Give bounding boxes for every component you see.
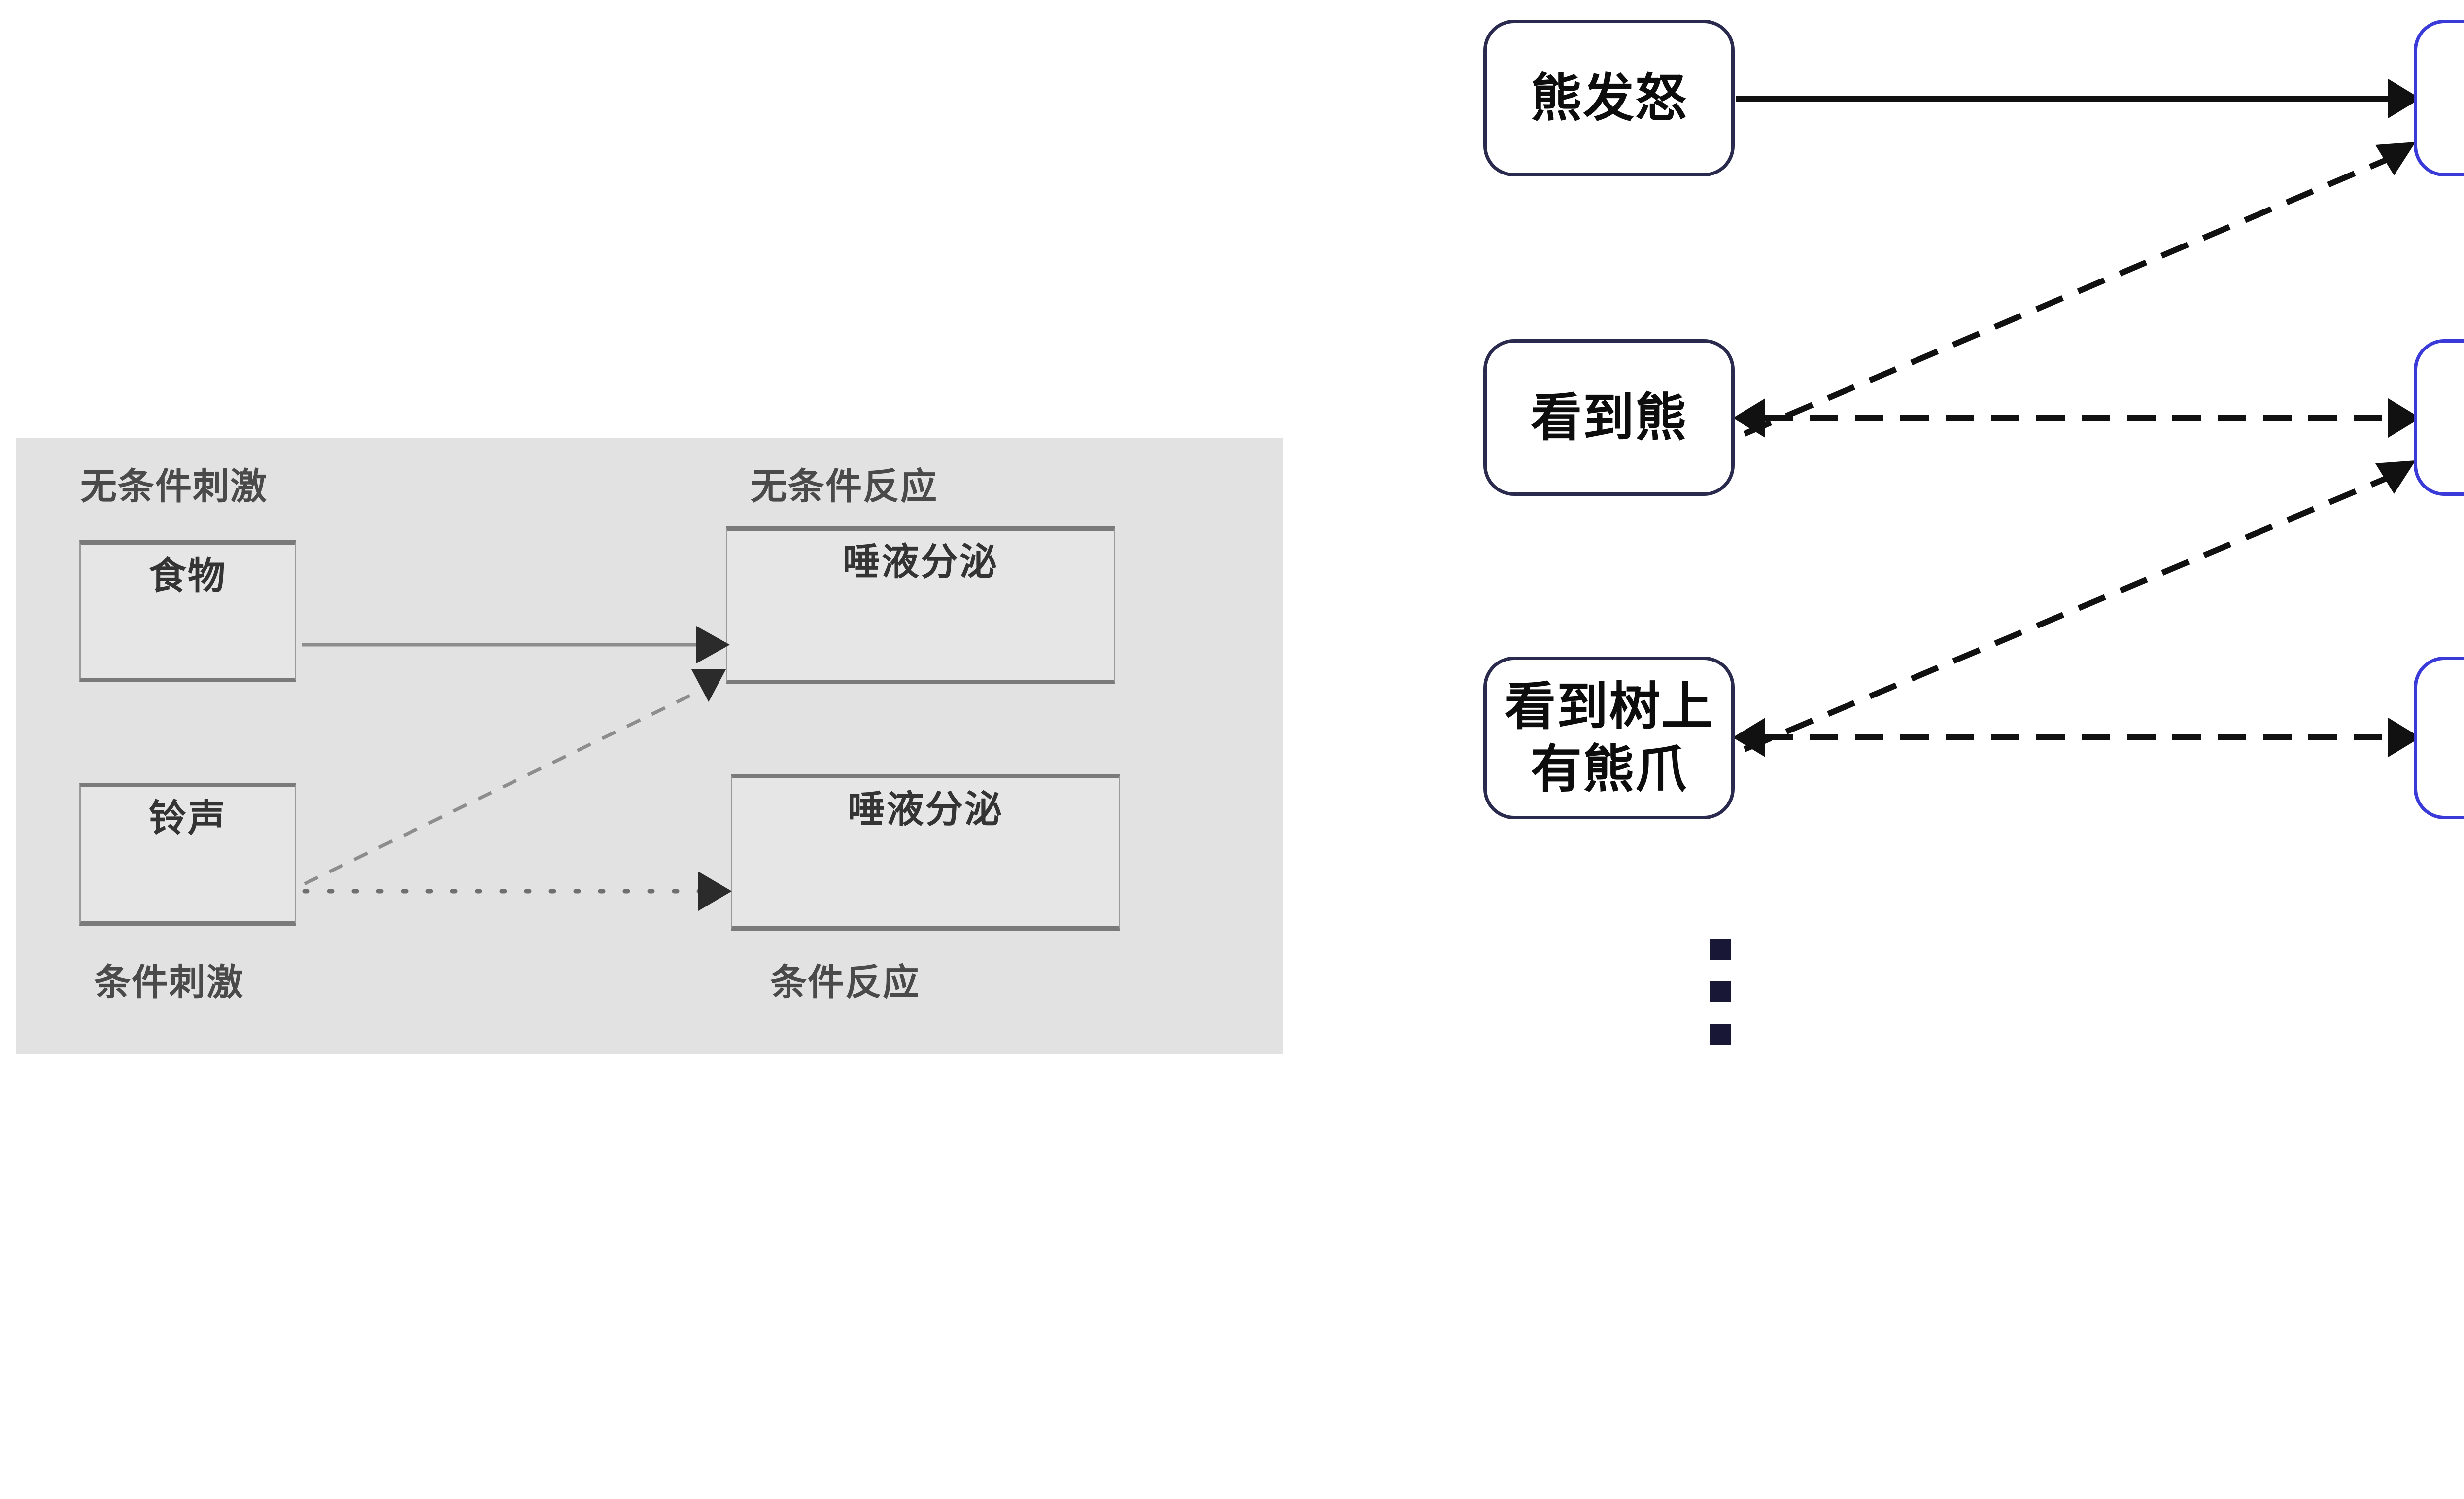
rl-arrowhead-claw-to-vs-right (2388, 718, 2421, 757)
cc-arrows (302, 626, 732, 911)
rl-box-bear-angry: 熊发怒 (1483, 20, 1735, 176)
cc-arrow-bell-to-salivation-unconditioned (304, 688, 702, 886)
rl-box-bear-claw-on-tree-label: 看到树上 有熊爪 (1504, 676, 1713, 799)
rl-box-see-bear: 看到熊 (1483, 339, 1735, 496)
cc-box-salivation-unconditioned: 唾液分泌 (726, 526, 1115, 684)
label-conditioned-stimulus: 条件刺激 (94, 962, 244, 1003)
classical-conditioning-panel: 无条件刺激 无条件反应 食物 铃声 唾液分泌 唾液分泌 条件刺激 条件反应 (16, 438, 1283, 1054)
rl-box-value-next-state: V(s′) (2414, 339, 2464, 496)
rl-arrowhead-seebear-to-reward (2375, 142, 2416, 175)
label-unconditioned-stimulus: 无条件刺激 (80, 466, 268, 507)
rl-box-bear-claw-on-tree: 看到树上 有熊爪 (1483, 657, 1735, 819)
label-unconditioned-response: 无条件反应 (751, 466, 938, 507)
rl-box-see-bear-label: 看到熊 (1530, 387, 1687, 448)
cc-box-salivation-unconditioned-label: 唾液分泌 (843, 541, 998, 583)
rl-connectors (1733, 79, 2421, 757)
rl-arrow-seebear-to-reward (1743, 156, 2391, 437)
cc-arrowhead-bell-diagonal (691, 669, 726, 702)
ellipsis-dot (1710, 981, 1731, 1002)
rl-arrowhead-bearangry-to-reward (2388, 79, 2421, 118)
cc-arrowhead-food (696, 626, 730, 663)
cc-box-salivation-conditioned: 唾液分泌 (731, 774, 1120, 931)
rl-arrow-claw-to-vsprime (1743, 474, 2391, 752)
rl-value-propagation-panel: 熊发怒 看到熊 看到树上 有熊爪 奖励 V(s′) V(s) (1404, 0, 2464, 1499)
rl-box-value-state: V(s) (2414, 657, 2464, 819)
label-conditioned-response: 条件反应 (770, 962, 920, 1003)
rl-arrowhead-claw-to-vsprime (2375, 460, 2416, 494)
ellipsis-dot (1710, 939, 1731, 960)
rl-box-bear-angry-label: 熊发怒 (1530, 68, 1687, 128)
rl-arrowhead-seebear-to-vsprime-right (2388, 398, 2421, 438)
ellipsis-left-column (1710, 939, 1731, 1045)
cc-arrowhead-bell-horizontal (698, 872, 732, 911)
cc-box-bell-label: 铃声 (149, 798, 227, 839)
rl-box-reward: 奖励 (2414, 20, 2464, 176)
cc-box-salivation-conditioned-label: 唾液分泌 (848, 789, 1003, 831)
cc-box-food: 食物 (79, 540, 296, 682)
cc-box-food-label: 食物 (149, 555, 227, 597)
cc-box-bell: 铃声 (79, 783, 296, 926)
rl-arrowhead-claw-to-vs-left (1733, 718, 1765, 757)
ellipsis-dot (1710, 1024, 1731, 1045)
rl-arrowhead-seebear-to-vsprime-left (1733, 398, 1765, 438)
